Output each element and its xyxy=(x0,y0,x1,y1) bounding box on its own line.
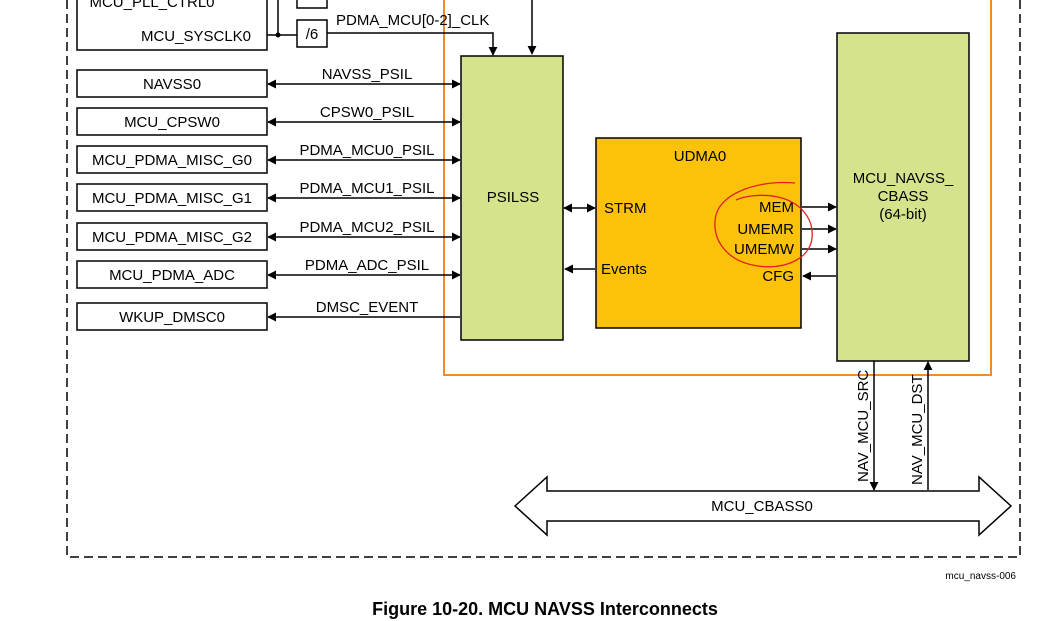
left-peripheral-blocks: NAVSS0 NAVSS_PSIL MCU_CPSW0 CPSW0_PSIL MCU_P… xyxy=(76,66,461,331)
umemr-port-label: UMEMR xyxy=(737,221,794,238)
cbass-label-line1: MCU_NAVSS_ xyxy=(853,170,954,187)
psil-signal-label: PDMA_MCU0_PSIL xyxy=(299,142,434,159)
figure-id: mcu_navss-006 xyxy=(945,571,1016,582)
left-block-label: NAVSS0 xyxy=(143,76,201,93)
psil-signal-label: DMSC_EVENT xyxy=(316,299,419,316)
left-block-box xyxy=(76,260,268,289)
clk-junction-dot xyxy=(275,32,281,38)
nav-src-label: NAV_MCU_SRC xyxy=(855,370,872,482)
clk-to-psilss-wire xyxy=(327,32,498,56)
left-block-box xyxy=(76,107,268,136)
left-block-box xyxy=(76,302,268,331)
left-block-label: MCU_PDMA_MISC_G2 xyxy=(92,229,252,246)
cfg-port-label: CFG xyxy=(762,268,794,285)
figure-caption: Figure 10-20. MCU NAVSS Interconnects xyxy=(372,599,718,619)
psil-signal-label: NAVSS_PSIL xyxy=(322,66,413,83)
pll-small-box xyxy=(296,0,328,9)
left-block-box xyxy=(76,69,268,98)
events-port-label: Events xyxy=(601,261,647,278)
psilss-block xyxy=(460,55,564,341)
umemw-port-label: UMEMW xyxy=(734,241,795,258)
psil-signal-label: PDMA_MCU1_PSIL xyxy=(299,180,434,197)
strm-port-label: STRM xyxy=(604,200,647,217)
left-block-label: MCU_CPSW0 xyxy=(124,114,220,131)
clk-signal-label: PDMA_MCU[0-2]_CLK xyxy=(336,12,489,29)
mcu-cbass0-label: MCU_CBASS0 xyxy=(711,498,813,515)
left-block-label: WKUP_DMSC0 xyxy=(119,309,225,326)
psil-signal-label: PDMA_MCU2_PSIL xyxy=(299,219,434,236)
udma0-label: UDMA0 xyxy=(674,148,727,165)
navss-cbass-block xyxy=(836,32,970,362)
left-block-label: MCU_PDMA_ADC xyxy=(109,267,235,284)
pll-ctrl-label: MCU_PLL_CTRL0 xyxy=(89,0,214,11)
navss-frame xyxy=(443,0,992,376)
psilss-label: PSILSS xyxy=(487,189,540,206)
sysclk-label: MCU_SYSCLK0 xyxy=(141,28,251,45)
mcu-cbass0-bus xyxy=(513,475,1013,537)
left-block-box xyxy=(76,222,268,251)
mem-port-label: MEM xyxy=(759,199,794,216)
udma0-block xyxy=(595,137,802,329)
divider-label: /6 xyxy=(306,26,319,43)
psil-signal-label: CPSW0_PSIL xyxy=(320,104,414,121)
cbass-label-line3: (64-bit) xyxy=(879,206,927,223)
nav-dst-label: NAV_MCU_DST xyxy=(909,374,926,485)
divider-block xyxy=(296,19,328,48)
left-block-label: MCU_PDMA_MISC_G1 xyxy=(92,190,252,207)
psil-signal-label: PDMA_ADC_PSIL xyxy=(305,257,429,274)
pll-ctrl-block xyxy=(76,0,268,51)
cbass-label-line2: CBASS xyxy=(878,188,929,205)
red-annotation-circle xyxy=(714,181,813,268)
left-block-label: MCU_PDMA_MISC_G0 xyxy=(92,152,252,169)
left-block-box xyxy=(76,145,268,174)
left-block-box xyxy=(76,183,268,212)
